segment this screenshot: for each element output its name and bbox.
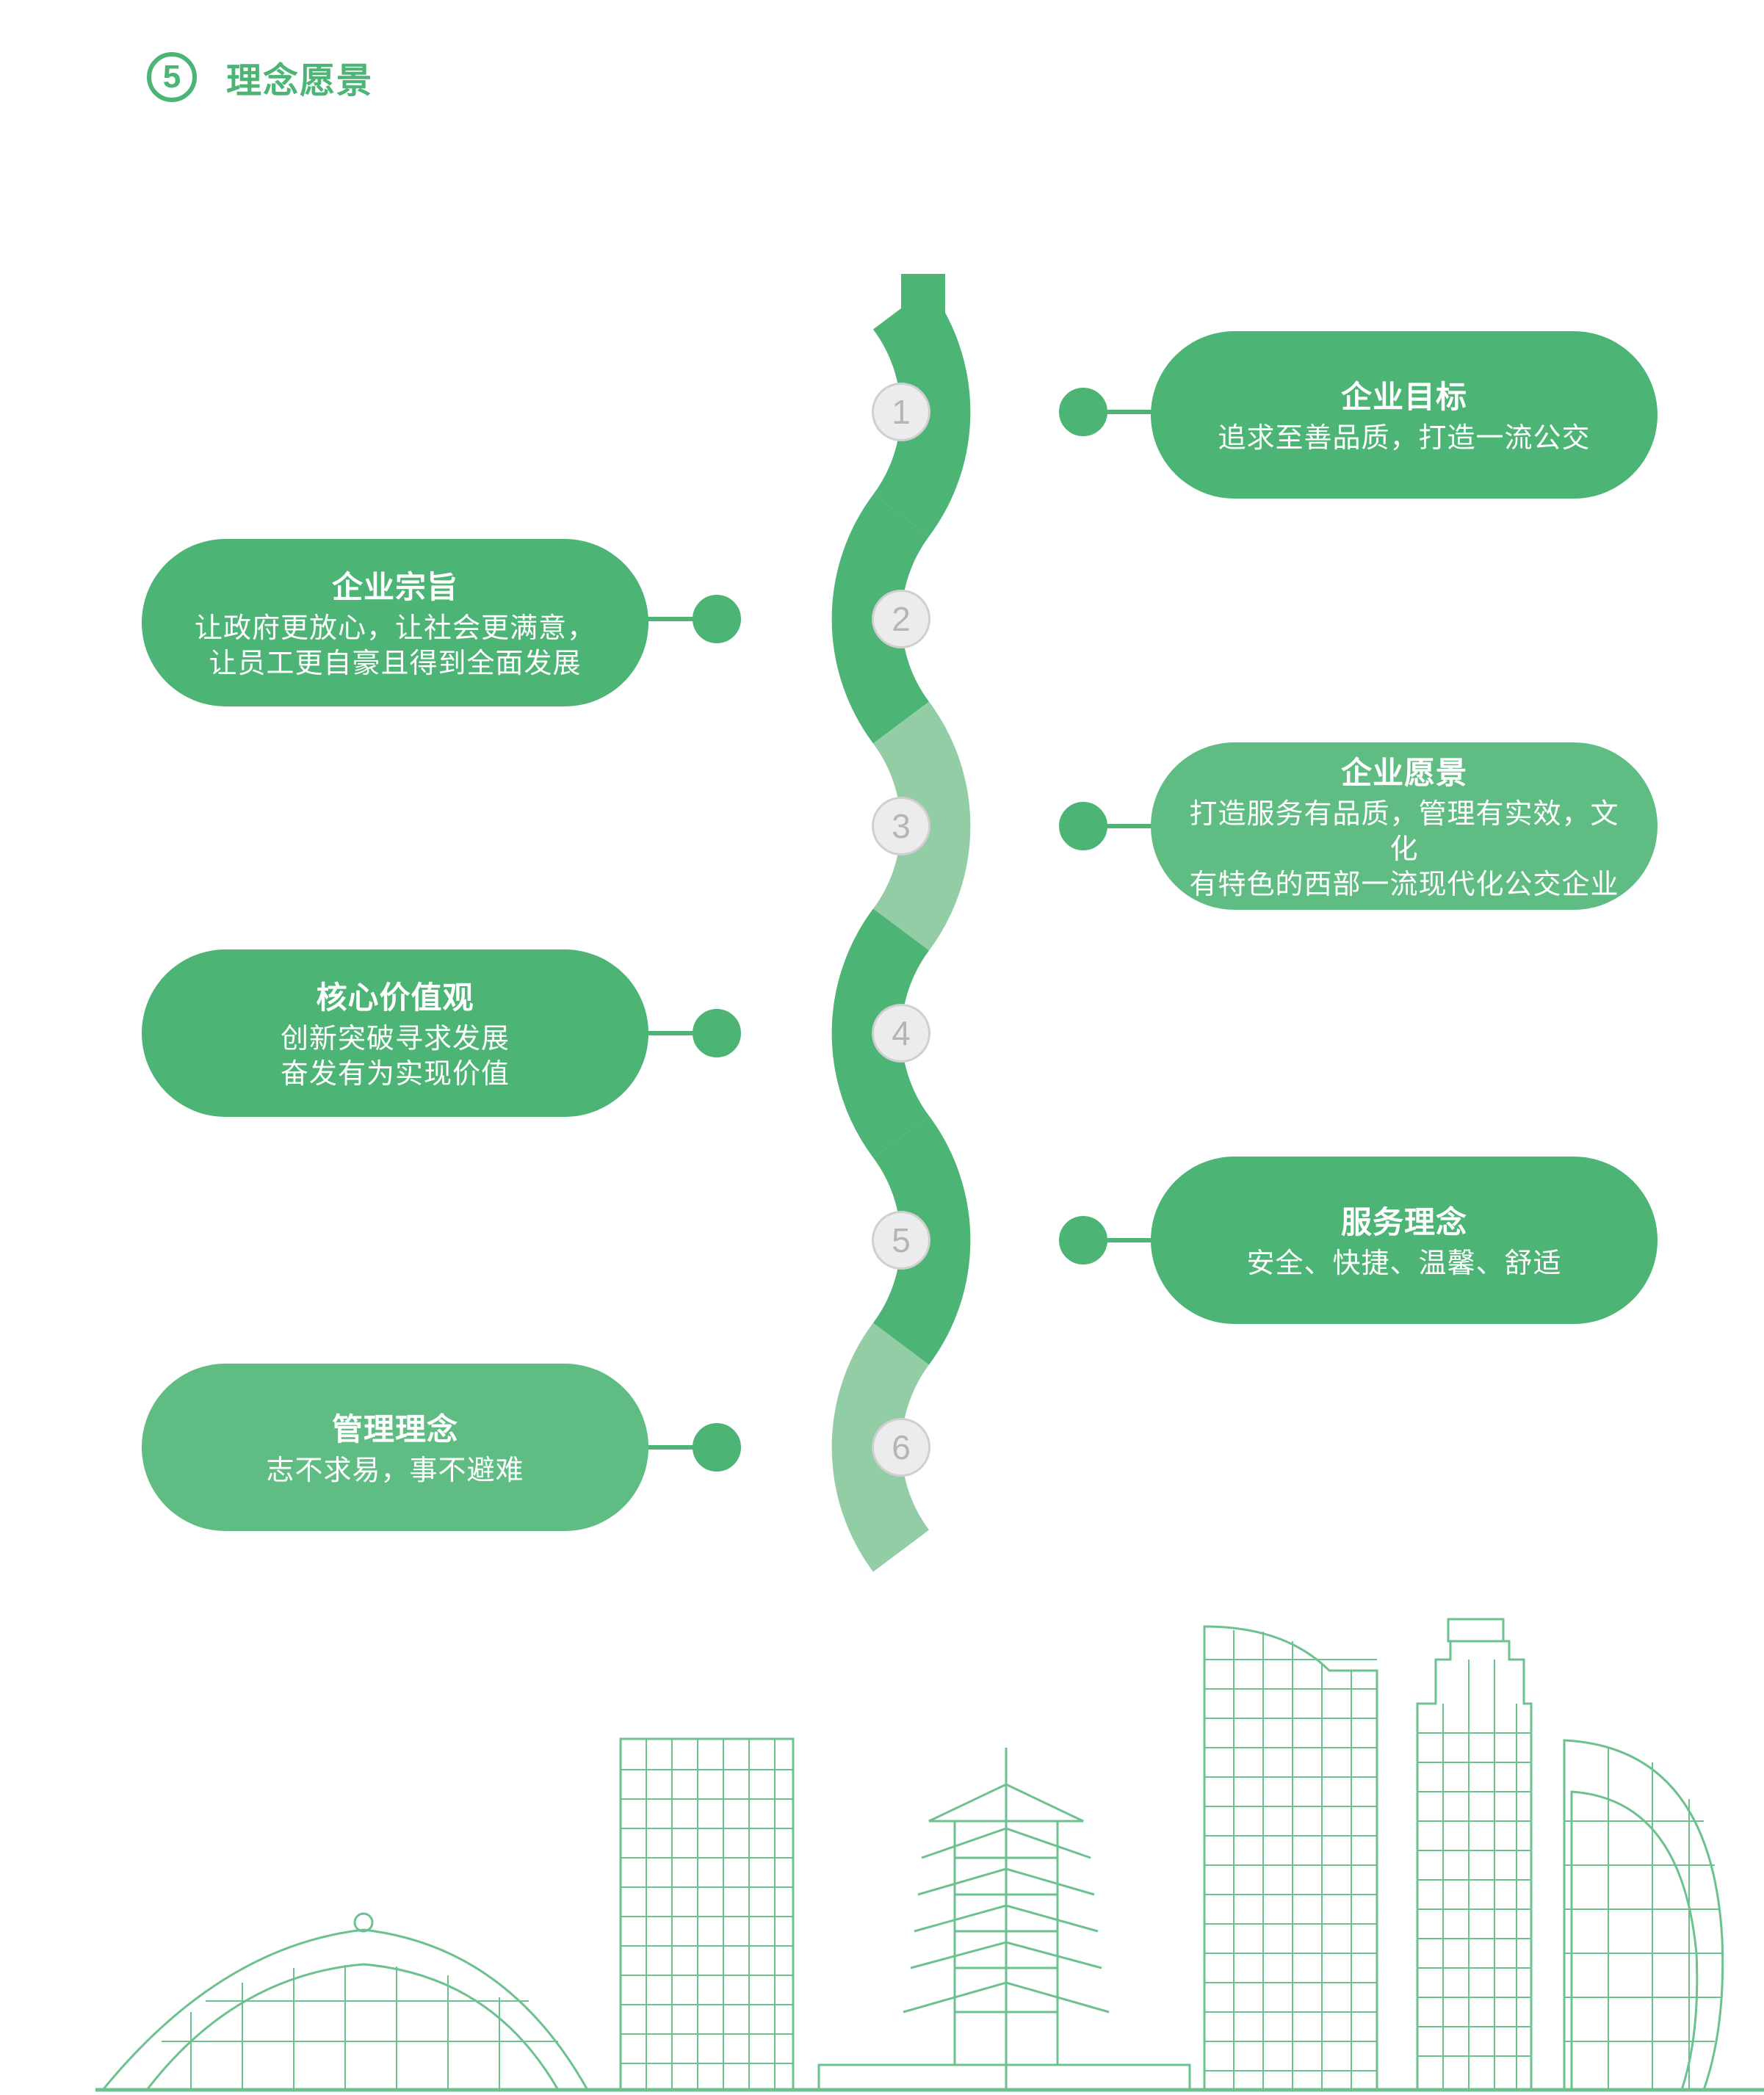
step-number-5-text: 5 bbox=[892, 1221, 911, 1259]
card-title: 企业目标 bbox=[1340, 379, 1467, 415]
card-title: 核心价值观 bbox=[316, 980, 474, 1016]
card-title: 服务理念 bbox=[1340, 1204, 1467, 1240]
step-number-3: 3 bbox=[872, 797, 930, 855]
section-title: 理念愿景 bbox=[226, 60, 374, 101]
step-number-2-text: 2 bbox=[892, 600, 911, 638]
section-number-badge: 5 bbox=[147, 52, 197, 102]
card-title: 企业宗旨 bbox=[331, 569, 458, 605]
wave-segment-2 bbox=[831, 494, 930, 744]
card-desc-line: 创新突破寻求发展 bbox=[280, 1022, 510, 1054]
step-number-4-text: 4 bbox=[892, 1014, 911, 1052]
card-desc-line: 有特色的西部一流现代化公交企业 bbox=[1189, 868, 1619, 900]
step-number-6: 6 bbox=[872, 1418, 930, 1477]
card-desc-line: 让员工更自豪且得到全面发展 bbox=[209, 647, 582, 679]
card-desc-line: 安全、快捷、温馨、舒适 bbox=[1246, 1247, 1562, 1279]
city-skyline-illustration bbox=[95, 1618, 1764, 2092]
card-title: 管理理念 bbox=[331, 1411, 458, 1447]
card-enterprise-purpose: 企业宗旨 让政府更放心，让社会更满意， 让员工更自豪且得到全面发展 bbox=[142, 539, 648, 706]
step-number-1-text: 1 bbox=[892, 393, 911, 431]
section-header: 5 理念愿景 bbox=[147, 48, 373, 106]
card-title: 企业愿景 bbox=[1340, 755, 1467, 791]
step-number-3-text: 3 bbox=[892, 807, 911, 845]
card-desc-line: 志不求易，事不避难 bbox=[266, 1454, 524, 1486]
step-number-5: 5 bbox=[872, 1211, 930, 1270]
card-desc-line: 追求至善品质，打造一流公交 bbox=[1218, 421, 1591, 454]
section-number: 5 bbox=[162, 59, 181, 95]
step-number-2: 2 bbox=[872, 590, 930, 648]
card-desc-line: 让政府更放心，让社会更满意， bbox=[194, 612, 596, 644]
wave-start-cap bbox=[901, 274, 945, 344]
step-number-6-text: 6 bbox=[892, 1428, 911, 1466]
wave-segment-6 bbox=[831, 1323, 930, 1572]
card-service-philosophy: 服务理念 安全、快捷、温馨、舒适 bbox=[1151, 1157, 1658, 1324]
card-enterprise-goal: 企业目标 追求至善品质，打造一流公交 bbox=[1151, 331, 1658, 499]
card-enterprise-vision: 企业愿景 打造服务有品质，管理有实效，文化 有特色的西部一流现代化公交企业 bbox=[1151, 742, 1658, 910]
card-desc-line: 打造服务有品质，管理有实效，文化 bbox=[1189, 797, 1619, 865]
card-management-philosophy: 管理理念 志不求易，事不避难 bbox=[142, 1364, 648, 1531]
wave-segment-5 bbox=[872, 1115, 971, 1365]
card-core-values: 核心价值观 创新突破寻求发展 奋发有为实现价值 bbox=[142, 949, 648, 1117]
step-number-4: 4 bbox=[872, 1004, 930, 1063]
step-number-1: 1 bbox=[872, 383, 930, 441]
wave-segment-4 bbox=[831, 908, 930, 1158]
card-desc-line: 奋发有为实现价值 bbox=[280, 1057, 510, 1090]
wave-segment-3 bbox=[872, 701, 971, 951]
